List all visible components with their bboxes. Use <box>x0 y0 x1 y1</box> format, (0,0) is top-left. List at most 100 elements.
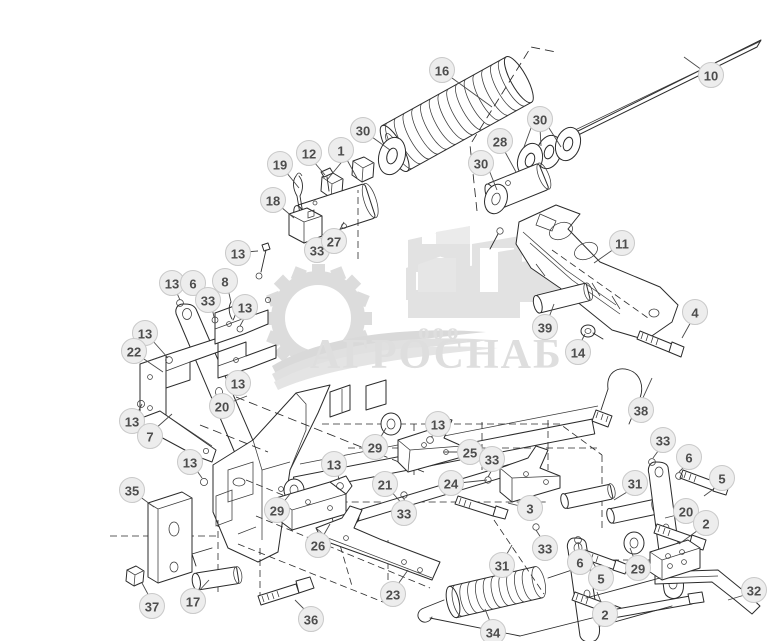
callout-29[interactable]: 29 <box>362 434 388 460</box>
callout-bubble[interactable] <box>438 470 464 496</box>
callout-bubble[interactable] <box>693 510 719 536</box>
callout-bubble[interactable] <box>698 62 724 88</box>
callout-5[interactable]: 5 <box>709 465 735 491</box>
callout-bubble[interactable] <box>468 150 494 176</box>
callout-29[interactable]: 29 <box>264 497 290 523</box>
callout-8[interactable]: 8 <box>212 268 238 294</box>
callout-33[interactable]: 33 <box>479 446 505 472</box>
callout-bubble[interactable] <box>650 427 676 453</box>
callout-30[interactable]: 30 <box>350 117 376 143</box>
callout-bubble[interactable] <box>177 449 203 475</box>
callout-23[interactable]: 23 <box>380 581 406 607</box>
callout-6[interactable]: 6 <box>180 270 206 296</box>
callout-bubble[interactable] <box>676 444 702 470</box>
callout-2[interactable]: 2 <box>693 510 719 536</box>
callout-31[interactable]: 31 <box>489 552 515 578</box>
callout-13[interactable]: 13 <box>119 408 145 434</box>
callout-7[interactable]: 7 <box>137 423 163 449</box>
callout-bubble[interactable] <box>380 581 406 607</box>
callout-34[interactable]: 34 <box>480 619 506 641</box>
callout-bubble[interactable] <box>527 106 553 132</box>
callout-32[interactable]: 32 <box>741 577 767 603</box>
callout-13[interactable]: 13 <box>225 370 251 396</box>
callout-1[interactable]: 1 <box>328 137 354 163</box>
callout-13[interactable]: 13 <box>321 451 347 477</box>
callout-28[interactable]: 28 <box>487 128 513 154</box>
callout-13[interactable]: 13 <box>225 240 251 266</box>
callout-33[interactable]: 33 <box>650 427 676 453</box>
callout-4[interactable]: 4 <box>682 299 708 325</box>
callout-bubble[interactable] <box>682 299 708 325</box>
callout-35[interactable]: 35 <box>119 477 145 503</box>
callout-10[interactable]: 10 <box>698 62 724 88</box>
callout-bubble[interactable] <box>709 465 735 491</box>
callout-6[interactable]: 6 <box>676 444 702 470</box>
callout-33[interactable]: 33 <box>195 287 221 313</box>
callout-bubble[interactable] <box>225 370 251 396</box>
callout-12[interactable]: 12 <box>296 140 322 166</box>
callout-bubble[interactable] <box>119 477 145 503</box>
callout-26[interactable]: 26 <box>305 532 331 558</box>
callout-21[interactable]: 21 <box>372 471 398 497</box>
callout-bubble[interactable] <box>625 555 651 581</box>
callout-bubble[interactable] <box>121 338 147 364</box>
callout-13[interactable]: 13 <box>232 294 258 320</box>
callout-bubble[interactable] <box>487 128 513 154</box>
callout-16[interactable]: 16 <box>429 57 455 83</box>
callout-bubble[interactable] <box>609 230 635 256</box>
callout-33[interactable]: 33 <box>391 500 417 526</box>
callout-bubble[interactable] <box>321 228 347 254</box>
callout-bubble[interactable] <box>350 117 376 143</box>
callout-19[interactable]: 19 <box>267 151 293 177</box>
callout-30[interactable]: 30 <box>468 150 494 176</box>
callout-bubble[interactable] <box>372 471 398 497</box>
callout-bubble[interactable] <box>425 411 451 437</box>
callout-37[interactable]: 37 <box>139 593 165 619</box>
callout-bubble[interactable] <box>296 140 322 166</box>
callout-38[interactable]: 38 <box>628 397 654 423</box>
callout-bubble[interactable] <box>592 601 618 627</box>
callout-bubble[interactable] <box>622 470 648 496</box>
callout-25[interactable]: 25 <box>457 439 483 465</box>
callout-bubble[interactable] <box>479 446 505 472</box>
callout-bubble[interactable] <box>232 294 258 320</box>
callout-29[interactable]: 29 <box>625 555 651 581</box>
callout-18[interactable]: 18 <box>260 187 286 213</box>
callout-bubble[interactable] <box>391 500 417 526</box>
callout-bubble[interactable] <box>137 423 163 449</box>
callout-13[interactable]: 13 <box>159 270 185 296</box>
callout-bubble[interactable] <box>588 565 614 591</box>
callout-bubble[interactable] <box>567 549 593 575</box>
callout-bubble[interactable] <box>180 270 206 296</box>
callout-bubble[interactable] <box>180 588 206 614</box>
callout-bubble[interactable] <box>209 393 235 419</box>
callout-bubble[interactable] <box>628 397 654 423</box>
callout-bubble[interactable] <box>362 434 388 460</box>
callout-20[interactable]: 20 <box>209 393 235 419</box>
callout-24[interactable]: 24 <box>438 470 464 496</box>
callout-bubble[interactable] <box>480 619 506 641</box>
callout-bubble[interactable] <box>328 137 354 163</box>
callout-17[interactable]: 17 <box>180 588 206 614</box>
callout-36[interactable]: 36 <box>298 606 324 632</box>
callout-bubble[interactable] <box>260 187 286 213</box>
callout-bubble[interactable] <box>267 151 293 177</box>
callout-bubble[interactable] <box>741 577 767 603</box>
callout-22[interactable]: 22 <box>121 338 147 364</box>
callout-bubble[interactable] <box>321 451 347 477</box>
callout-bubble[interactable] <box>264 497 290 523</box>
callout-bubble[interactable] <box>429 57 455 83</box>
callout-bubble[interactable] <box>212 268 238 294</box>
callout-bubble[interactable] <box>532 314 558 340</box>
callout-11[interactable]: 11 <box>609 230 635 256</box>
callout-13[interactable]: 13 <box>177 449 203 475</box>
callout-33[interactable]: 33 <box>532 535 558 561</box>
callout-bubble[interactable] <box>489 552 515 578</box>
callout-bubble[interactable] <box>298 606 324 632</box>
callout-6[interactable]: 6 <box>567 549 593 575</box>
callout-20[interactable]: 20 <box>673 498 699 524</box>
callout-bubble[interactable] <box>119 408 145 434</box>
callout-30[interactable]: 30 <box>527 106 553 132</box>
callout-bubble[interactable] <box>532 535 558 561</box>
callout-39[interactable]: 39 <box>532 314 558 340</box>
